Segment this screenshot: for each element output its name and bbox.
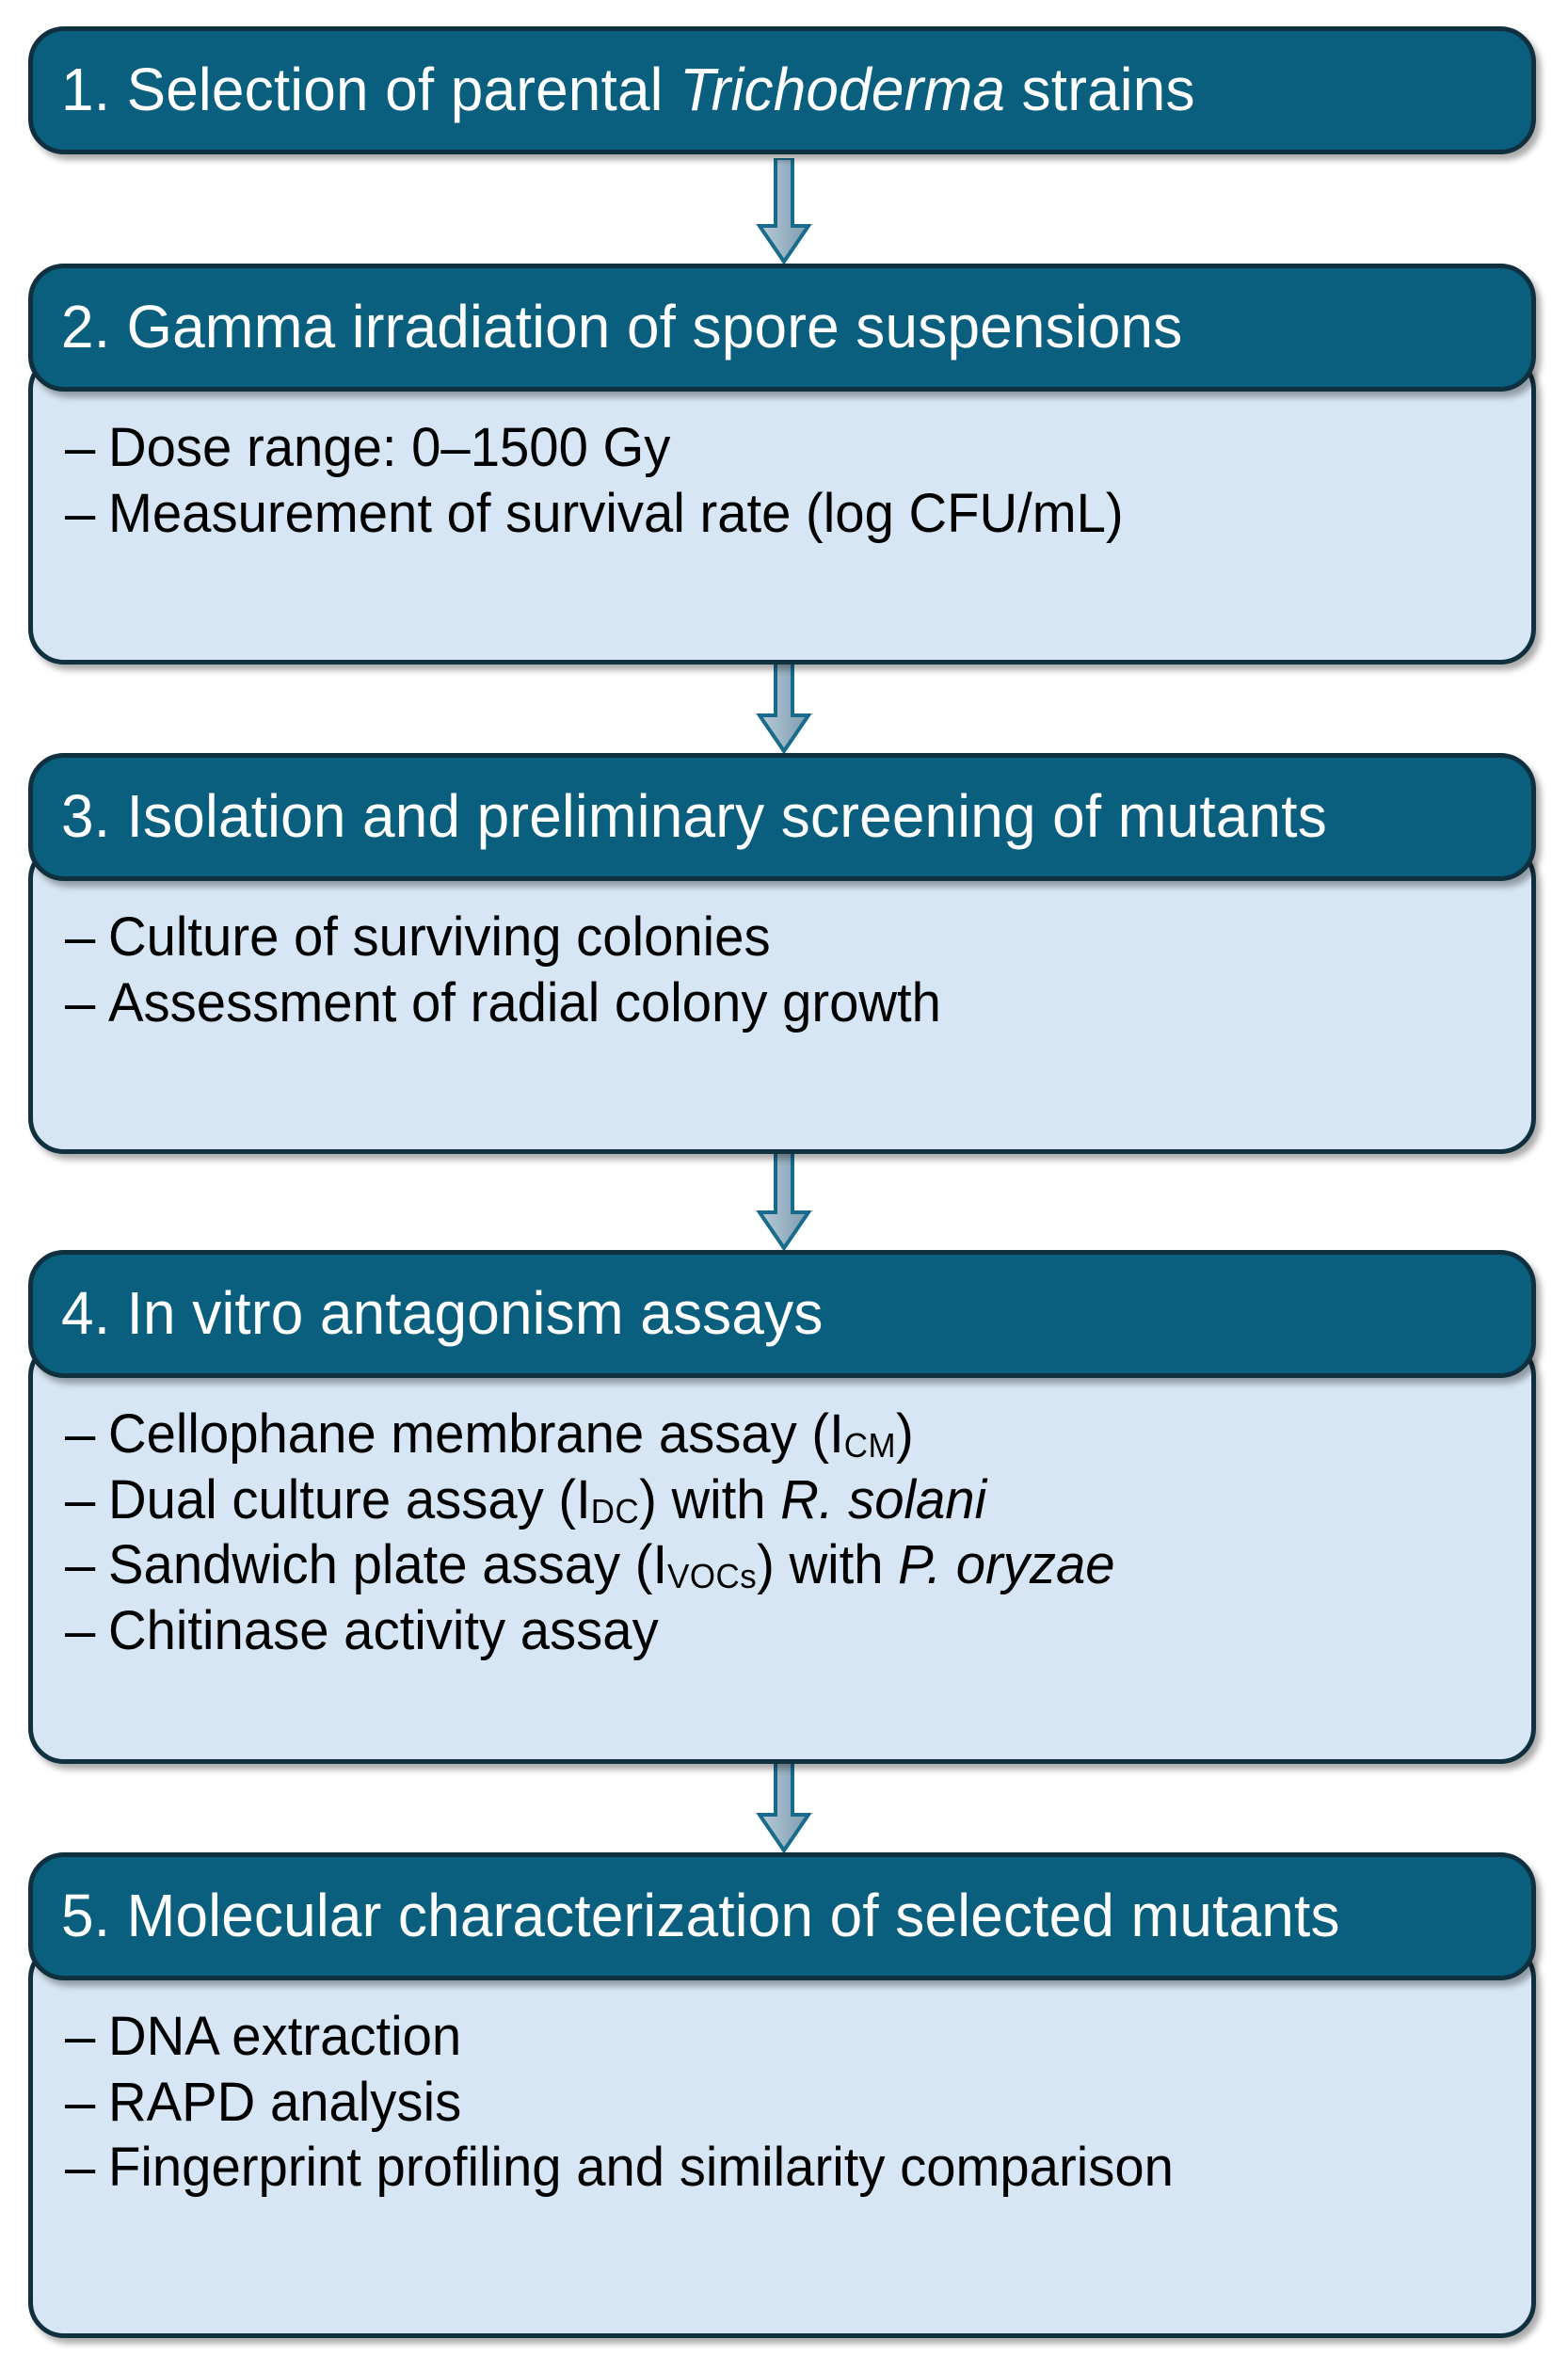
step-4-bullet-list: – Cellophane membrane assay (ICM) – Dual… <box>65 1402 1499 1663</box>
step-3-title: 3. Isolation and preliminary screening o… <box>61 782 1327 851</box>
connector-arrow-3-to-4 <box>739 1145 829 1250</box>
list-item: – Fingerprint profiling and similarity c… <box>65 2135 1499 2201</box>
list-item: – Assessment of radial colony growth <box>65 970 1499 1036</box>
step-3-header: 3. Isolation and preliminary screening o… <box>28 753 1536 881</box>
step-3-bullet-list: – Culture of surviving colonies – Assess… <box>65 905 1499 1035</box>
step-3-body: – Culture of surviving colonies – Assess… <box>28 843 1536 1154</box>
bullet-dash-icon: – <box>65 2006 96 2067</box>
step-2-header: 2. Gamma irradiation of spore suspension… <box>28 264 1536 392</box>
bullet-dash-icon: – <box>65 1534 96 1596</box>
list-item: – Measurement of survival rate (log CFU/… <box>65 481 1499 547</box>
flow-step-1: 1. Selection of parental Trichoderma str… <box>28 26 1536 154</box>
bullet-label: Dose range: 0–1500 Gy <box>108 417 671 478</box>
flow-step-5: 5. Molecular characterization of selecte… <box>28 1852 1536 2338</box>
list-item: – Culture of surviving colonies <box>65 905 1499 970</box>
bullet-label: Measurement of survival rate (log CFU/mL… <box>108 482 1124 544</box>
step-5-title: 5. Molecular characterization of selecte… <box>61 1882 1340 1950</box>
step-5-bullet-list: – DNA extraction – RAPD analysis – Finge… <box>65 2004 1499 2201</box>
bullet-label: Culture of surviving colonies <box>108 906 771 968</box>
step-2-title: 2. Gamma irradiation of spore suspension… <box>61 293 1183 361</box>
list-item: – RAPD analysis <box>65 2070 1499 2136</box>
bullet-dash-icon: – <box>65 906 96 968</box>
bullet-label: Dual culture assay (IDC) with R. solani <box>108 1468 987 1530</box>
bullet-label: Cellophane membrane assay (ICM) <box>108 1403 914 1466</box>
bullet-dash-icon: – <box>65 1599 96 1661</box>
step-1-title-genus: Trichoderma <box>680 56 1006 124</box>
bullet-label: DNA extraction <box>108 2006 462 2067</box>
bullet-dash-icon: – <box>65 1403 96 1465</box>
bullet-dash-icon: – <box>65 2071 96 2133</box>
bullet-dash-icon: – <box>65 2137 96 2199</box>
bullet-label: Fingerprint profiling and similarity com… <box>108 2137 1174 2199</box>
step-2-bullet-list: – Dose range: 0–1500 Gy – Measurement of… <box>65 415 1499 546</box>
bullet-label: Sandwich plate assay (IVOCs) with P. ory… <box>108 1534 1115 1596</box>
flow-step-3: 3. Isolation and preliminary screening o… <box>28 753 1536 1154</box>
step-4-header: 4. In vitro antagonism assays <box>28 1250 1536 1378</box>
bullet-dash-icon: – <box>65 1468 96 1530</box>
flow-step-2: 2. Gamma irradiation of spore suspension… <box>28 264 1536 665</box>
step-4-body: – Cellophane membrane assay (ICM) – Dual… <box>28 1340 1536 1764</box>
step-5-header: 5. Molecular characterization of selecte… <box>28 1852 1536 1980</box>
step-5-body: – DNA extraction – RAPD analysis – Finge… <box>28 1943 1536 2338</box>
list-item: – DNA extraction <box>65 2004 1499 2070</box>
connector-arrow-1-to-2 <box>739 158 829 264</box>
list-item: – Chitinase activity assay <box>65 1598 1499 1664</box>
list-item: – Dual culture assay (IDC) with R. solan… <box>65 1467 1499 1533</box>
list-item: – Cellophane membrane assay (ICM) <box>65 1402 1499 1467</box>
list-item: – Dose range: 0–1500 Gy <box>65 415 1499 481</box>
bullet-label: Chitinase activity assay <box>108 1599 659 1661</box>
step-1-header: 1. Selection of parental Trichoderma str… <box>28 26 1536 154</box>
step-1-title: 1. Selection of parental Trichoderma str… <box>61 58 1195 121</box>
bullet-dash-icon: – <box>65 971 96 1033</box>
step-1-title-post: strains <box>1005 56 1195 124</box>
step-2-body: – Dose range: 0–1500 Gy – Measurement of… <box>28 354 1536 665</box>
bullet-dash-icon: – <box>65 482 96 544</box>
bullet-dash-icon: – <box>65 417 96 478</box>
list-item: – Sandwich plate assay (IVOCs) with P. o… <box>65 1532 1499 1598</box>
bullet-label: Assessment of radial colony growth <box>108 971 941 1033</box>
step-4-title: 4. In vitro antagonism assays <box>61 1279 824 1348</box>
flow-step-4: 4. In vitro antagonism assays – Cellopha… <box>28 1250 1536 1764</box>
bullet-label: RAPD analysis <box>108 2071 462 2133</box>
step-1-title-pre: 1. Selection of parental <box>61 56 680 124</box>
